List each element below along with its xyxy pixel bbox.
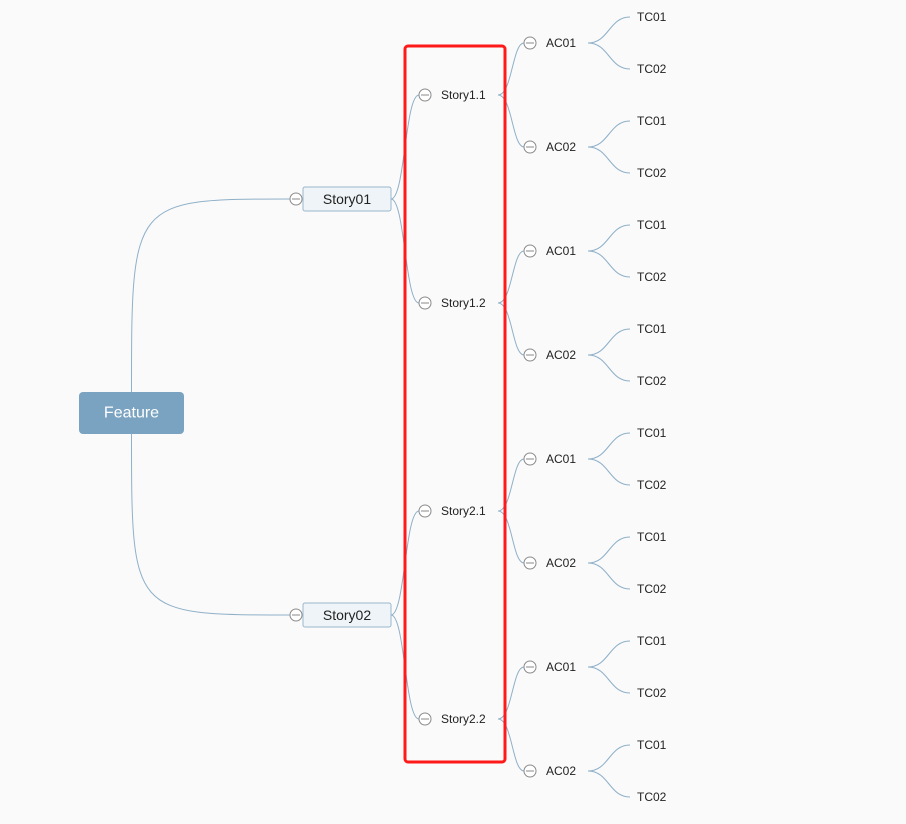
connector-line — [587, 744, 631, 772]
collapse-minus-icon[interactable] — [523, 556, 537, 570]
test-case-label: TC02 — [637, 478, 667, 492]
connector-line — [587, 770, 631, 798]
substory-label: Story1.2 — [441, 296, 486, 310]
substory-label: Story1.1 — [441, 88, 486, 102]
highlight-box — [403, 44, 507, 764]
test-case-label: TC02 — [637, 790, 667, 804]
test-case-label: TC02 — [637, 62, 667, 76]
acceptance-criteria-label: AC01 — [546, 36, 576, 50]
connector-line — [587, 120, 631, 148]
test-case-label: TC02 — [637, 270, 667, 284]
collapse-minus-icon[interactable] — [523, 452, 537, 466]
test-case-label: TC01 — [637, 634, 667, 648]
test-case-label: TC01 — [637, 114, 667, 128]
collapse-minus-icon[interactable] — [523, 140, 537, 154]
story-label: Story02 — [323, 607, 371, 623]
connector-line — [587, 562, 631, 590]
connector-line — [587, 16, 631, 44]
collapse-minus-icon[interactable] — [418, 712, 432, 726]
connector-line — [587, 666, 631, 694]
story-node[interactable]: Story02 — [302, 602, 392, 628]
story-label: Story01 — [323, 191, 371, 207]
collapse-minus-icon[interactable] — [418, 296, 432, 310]
acceptance-criteria-label: AC02 — [546, 348, 576, 362]
collapse-minus-icon[interactable] — [523, 660, 537, 674]
connector-line — [587, 146, 631, 174]
connector-line — [497, 42, 525, 96]
connector-line — [587, 432, 631, 460]
collapse-minus-icon[interactable] — [523, 348, 537, 362]
connector-line — [497, 458, 525, 512]
connector-line — [587, 536, 631, 564]
test-case-label: TC01 — [637, 426, 667, 440]
collapse-minus-icon[interactable] — [523, 36, 537, 50]
connector-line — [131, 198, 291, 393]
story-node[interactable]: Story01 — [302, 186, 392, 212]
substory-label: Story2.2 — [441, 712, 486, 726]
acceptance-criteria-label: AC02 — [546, 140, 576, 154]
mindmap-nodes: TC01TC02AC01TC01TC02AC02Story1.1TC01TC02… — [79, 10, 667, 804]
collapse-minus-icon[interactable] — [418, 504, 432, 518]
test-case-label: TC01 — [637, 218, 667, 232]
connector-line — [587, 328, 631, 356]
test-case-label: TC01 — [637, 738, 667, 752]
acceptance-criteria-label: AC01 — [546, 244, 576, 258]
collapse-minus-icon[interactable] — [418, 88, 432, 102]
connector-line — [497, 94, 525, 148]
acceptance-criteria-label: AC02 — [546, 764, 576, 778]
test-case-label: TC01 — [637, 530, 667, 544]
test-case-label: TC02 — [637, 686, 667, 700]
test-case-label: TC01 — [637, 322, 667, 336]
collapse-minus-icon[interactable] — [523, 764, 537, 778]
connector-line — [497, 510, 525, 564]
connector-line — [497, 302, 525, 356]
connector-line — [497, 250, 525, 304]
connector-lines — [131, 16, 631, 798]
feature-label: Feature — [104, 405, 159, 422]
test-case-label: TC02 — [637, 582, 667, 596]
connector-line — [587, 224, 631, 252]
collapse-minus-icon[interactable] — [289, 608, 303, 622]
connector-line — [131, 433, 291, 616]
connector-line — [497, 718, 525, 772]
connector-line — [587, 42, 631, 70]
test-case-label: TC01 — [637, 10, 667, 24]
connector-line — [587, 250, 631, 278]
test-case-label: TC02 — [637, 166, 667, 180]
connector-line — [587, 458, 631, 486]
root-node[interactable]: Feature — [79, 392, 184, 434]
acceptance-criteria-label: AC02 — [546, 556, 576, 570]
substory-label: Story2.1 — [441, 504, 486, 518]
collapse-minus-icon[interactable] — [523, 244, 537, 258]
connector-line — [497, 666, 525, 720]
connector-line — [587, 640, 631, 668]
acceptance-criteria-label: AC01 — [546, 452, 576, 466]
connector-line — [587, 354, 631, 382]
collapse-minus-icon[interactable] — [289, 192, 303, 206]
test-case-label: TC02 — [637, 374, 667, 388]
acceptance-criteria-label: AC01 — [546, 660, 576, 674]
